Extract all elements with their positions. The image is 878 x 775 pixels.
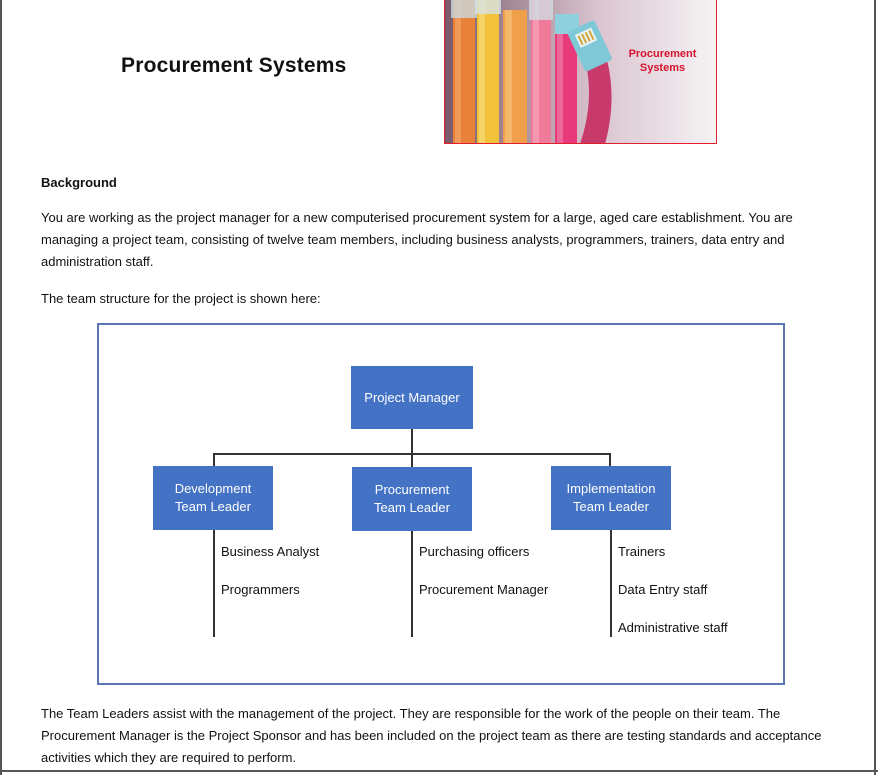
- org-box-project-manager: Project Manager: [351, 366, 473, 429]
- hero-caption-line1: Procurement: [628, 48, 697, 60]
- member-data-entry-staff: Data Entry staff: [618, 582, 708, 597]
- member-programmers: Programmers: [221, 582, 300, 597]
- background-paragraph: You are working as the project manager f…: [41, 210, 793, 269]
- proc-members-line: [411, 531, 413, 637]
- hero-caption: Procurement Systems: [615, 47, 710, 75]
- connector-impl-down: [609, 453, 611, 467]
- member-administrative-staff: Administrative staff: [618, 620, 728, 635]
- dev-leader-line1: Development: [174, 481, 252, 496]
- member-procurement-manager: Procurement Manager: [419, 582, 549, 597]
- proc-leader-line2: Team Leader: [374, 500, 450, 515]
- connector-proc-down: [411, 453, 413, 467]
- dev-leader-line2: Team Leader: [175, 499, 251, 514]
- member-trainers: Trainers: [618, 544, 666, 559]
- impl-leader-line2: Team Leader: [573, 499, 649, 514]
- impl-members-line: [610, 530, 612, 637]
- connector-root-down: [411, 429, 413, 454]
- hero-image: Procurement Systems: [444, 0, 717, 144]
- proc-leader-line1: Procurement: [374, 482, 450, 497]
- member-purchasing-officers: Purchasing officers: [419, 544, 530, 559]
- dev-members-line: [213, 530, 215, 637]
- member-business-analyst: Business Analyst: [221, 544, 320, 559]
- page-border-right: [874, 0, 876, 775]
- org-root-label: Project Manager: [364, 389, 460, 405]
- page-title: Procurement Systems: [121, 54, 347, 77]
- team-structure-intro: The team structure for the project is sh…: [41, 291, 321, 306]
- network-cables-illustration: [445, 0, 716, 143]
- impl-leader-line1: Implementation: [566, 481, 656, 496]
- hero-caption-line2: Systems: [639, 62, 686, 74]
- page-border-bottom: [0, 770, 878, 772]
- page-border-left: [0, 0, 2, 775]
- team-leaders-paragraph: The Team Leaders assist with the managem…: [41, 706, 822, 765]
- connector-dev-down: [213, 453, 215, 467]
- background-heading: Background: [41, 175, 117, 190]
